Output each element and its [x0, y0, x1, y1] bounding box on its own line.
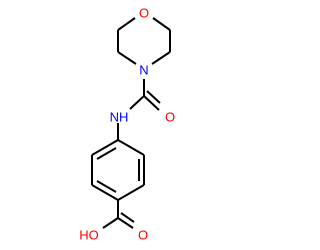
bond-carbonyl-c-nh [129, 95, 145, 110]
bond-acid-c-oh [102, 217, 119, 229]
bond-benz-inner-c [96, 147, 117, 160]
structure-diagram: O N NH O HO O [79, 6, 175, 243]
bond-ring-left-n [117, 51, 137, 65]
bond-carbonyl-double-b [146, 90, 161, 104]
bond-ring-n-right [151, 51, 171, 65]
bond-benz-1-2 [117, 139, 145, 156]
bond-benz-inner-b [96, 180, 117, 193]
atom-ring-nitrogen: N [139, 63, 148, 78]
urea-linkage [117, 79, 161, 140]
bond-benz-3-4 [117, 184, 145, 201]
bond-ring-right-o [152, 17, 171, 31]
bond-benz-6-1 [91, 139, 119, 156]
atom-carbonyl-oxygen: O [165, 110, 175, 125]
bond-ring-o-left [117, 17, 136, 31]
bond-carbonyl-double-a [143, 95, 160, 111]
atom-acid-carbonyl-oxygen: O [138, 228, 148, 243]
bond-acid-c-o-b [120, 212, 135, 223]
carboxylic-acid [102, 200, 135, 229]
atom-amide-nh: NH [110, 110, 129, 125]
benzene-ring [91, 139, 145, 201]
morpholine-ring [117, 17, 171, 65]
atom-acid-hydroxyl: HO [79, 228, 99, 243]
bond-acid-c-o-a [117, 217, 134, 229]
bond-benz-4-5 [91, 184, 119, 201]
atom-ring-oxygen: O [139, 6, 149, 21]
